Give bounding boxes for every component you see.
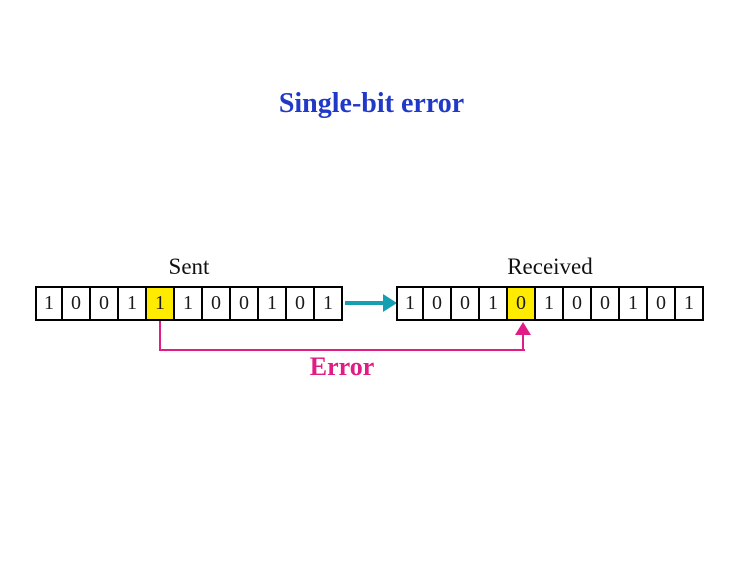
bit-cell: 1 bbox=[620, 286, 648, 321]
bit-cell: 0 bbox=[452, 286, 480, 321]
bit-cell: 1 bbox=[396, 286, 424, 321]
up-arrow-icon bbox=[515, 322, 531, 335]
error-bracket-left bbox=[159, 321, 161, 351]
bit-cell: 1 bbox=[315, 286, 343, 321]
bit-cell: 0 bbox=[91, 286, 119, 321]
sent-label: Sent bbox=[168, 254, 210, 279]
bit-cell: 1 bbox=[119, 286, 147, 321]
bit-cell: 0 bbox=[287, 286, 315, 321]
error-label: Error bbox=[309, 352, 375, 381]
bit-cell: 0 bbox=[564, 286, 592, 321]
bit-cell: 1 bbox=[147, 286, 175, 321]
bit-cell: 1 bbox=[35, 286, 63, 321]
bit-cell: 1 bbox=[536, 286, 564, 321]
right-arrow-icon bbox=[383, 294, 397, 312]
sent-bit-row: 1 0 0 1 1 1 0 0 1 0 1 bbox=[35, 286, 343, 321]
bit-cell: 0 bbox=[231, 286, 259, 321]
received-label: Received bbox=[507, 254, 593, 279]
bit-cell: 0 bbox=[592, 286, 620, 321]
bit-cell: 1 bbox=[259, 286, 287, 321]
bit-cell: 1 bbox=[175, 286, 203, 321]
bit-cell: 1 bbox=[480, 286, 508, 321]
bit-cell: 0 bbox=[424, 286, 452, 321]
error-bracket-bottom bbox=[159, 349, 525, 351]
bit-cell: 0 bbox=[508, 286, 536, 321]
bit-cell: 1 bbox=[676, 286, 704, 321]
page-title: Single-bit error bbox=[278, 88, 465, 119]
bit-cell: 0 bbox=[648, 286, 676, 321]
received-bit-row: 1 0 0 1 0 1 0 0 1 0 1 bbox=[396, 286, 704, 321]
error-bracket-right bbox=[522, 334, 524, 351]
bit-cell: 0 bbox=[63, 286, 91, 321]
transmission-arrow-line bbox=[345, 301, 384, 305]
bit-cell: 0 bbox=[203, 286, 231, 321]
